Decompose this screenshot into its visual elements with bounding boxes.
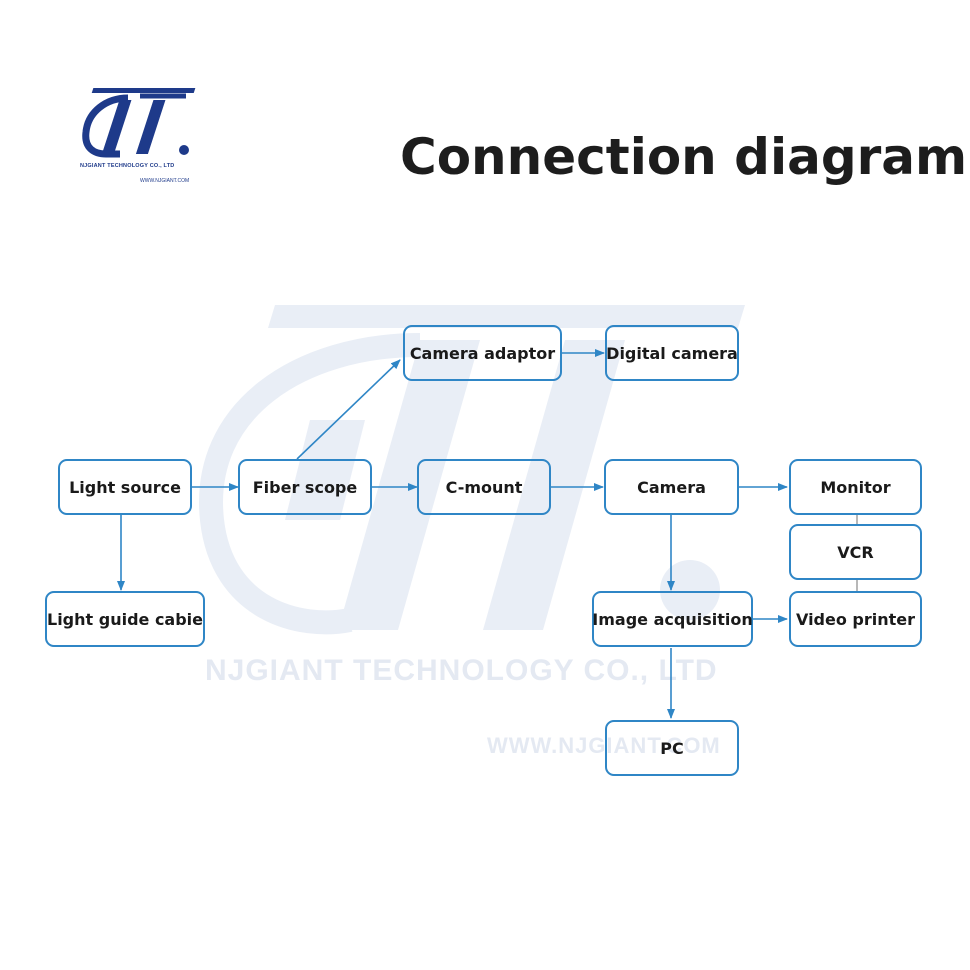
logo-website: WWW.NJGIANT.COM: [140, 178, 190, 184]
node-digital-camera: Digital camera: [605, 325, 739, 381]
logo-company-name: NJGIANT TECHNOLOGY CO., LTD: [80, 163, 175, 169]
node-light-source: Light source: [58, 459, 192, 515]
node-fiber-scope: Fiber scope: [238, 459, 372, 515]
node-c-mount: C-mount: [417, 459, 551, 515]
node-camera-adaptor: Camera adaptor: [403, 325, 562, 381]
watermark-url: WWW.NJGIANT.COM: [487, 733, 721, 758]
node-camera: Camera: [604, 459, 739, 515]
arrow-fiber-scope-to-camera-adaptor: [296, 359, 401, 460]
node-monitor: Monitor: [789, 459, 922, 515]
watermark-company: NJGIANT TECHNOLOGY CO., LTD: [205, 654, 718, 687]
node-pc: PC: [605, 720, 739, 776]
node-image-acquisition: Image acquisition: [592, 591, 753, 647]
node-light-guide-cable: Light guide cabie: [45, 591, 205, 647]
node-vcr: VCR: [789, 524, 922, 580]
node-video-printer: Video printer: [789, 591, 922, 647]
company-logo-icon: [82, 88, 196, 158]
page-title: Connection diagram: [400, 128, 968, 186]
